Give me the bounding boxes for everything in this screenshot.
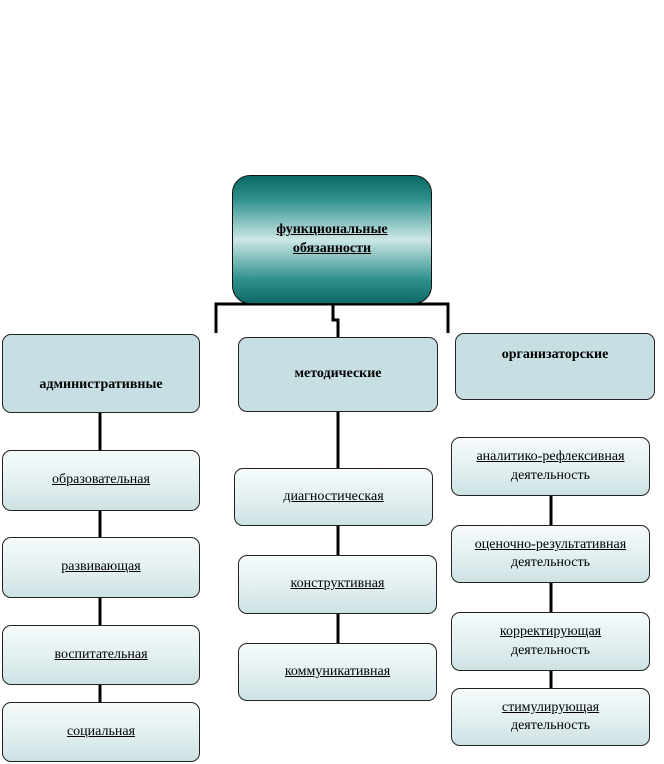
- category-admin: административные: [2, 334, 200, 413]
- root-line2: обязанности: [292, 240, 372, 256]
- category-admin-label: административные: [39, 376, 163, 392]
- organiz-item: корректирующая деятельность: [451, 612, 650, 671]
- root-line1: функциональные: [276, 222, 388, 238]
- organiz-item-sub: деятельность: [510, 467, 591, 483]
- organiz-item: оценочно-результативная деятельность: [451, 525, 650, 583]
- admin-item-label: воспитательная: [54, 646, 148, 662]
- admin-item: развивающая: [2, 537, 200, 598]
- method-item: диагностическая: [234, 468, 433, 526]
- organiz-item-sub: деятельность: [510, 642, 591, 658]
- organiz-item-title: оценочно-результативная: [474, 536, 627, 552]
- admin-item-label: образовательная: [52, 472, 150, 488]
- admin-item-label: развивающая: [61, 559, 141, 575]
- method-item: коммуникативная: [238, 643, 437, 701]
- admin-item: образовательная: [2, 450, 200, 511]
- organiz-item: стимулирующая деятельность: [451, 688, 650, 746]
- organiz-item-sub: деятельность: [510, 555, 591, 570]
- organiz-item-title: корректирующая: [499, 624, 602, 640]
- organiz-item: аналитико-рефлексивная деятельность: [451, 437, 650, 496]
- method-item-label: конструктивная: [290, 576, 385, 592]
- category-organiz: организаторские: [455, 333, 655, 400]
- method-item-label: диагностическая: [283, 488, 384, 504]
- organiz-item-sub: деятельность: [510, 718, 591, 733]
- method-item-label: коммуникативная: [284, 663, 391, 679]
- admin-item-label: социальная: [66, 723, 136, 739]
- root-node: функциональные обязанности: [232, 175, 432, 304]
- connector-root-method: [331, 304, 340, 337]
- category-organiz-label: организаторские: [501, 347, 609, 362]
- category-method-label: методические: [294, 366, 382, 382]
- organiz-item-title: стимулирующая: [501, 699, 600, 715]
- admin-item: социальная: [2, 702, 200, 762]
- admin-item: воспитательная: [2, 625, 200, 685]
- method-item: конструктивная: [238, 555, 437, 614]
- organiz-item-title: аналитико-рефлексивная: [476, 449, 625, 465]
- category-method: методические: [238, 337, 438, 412]
